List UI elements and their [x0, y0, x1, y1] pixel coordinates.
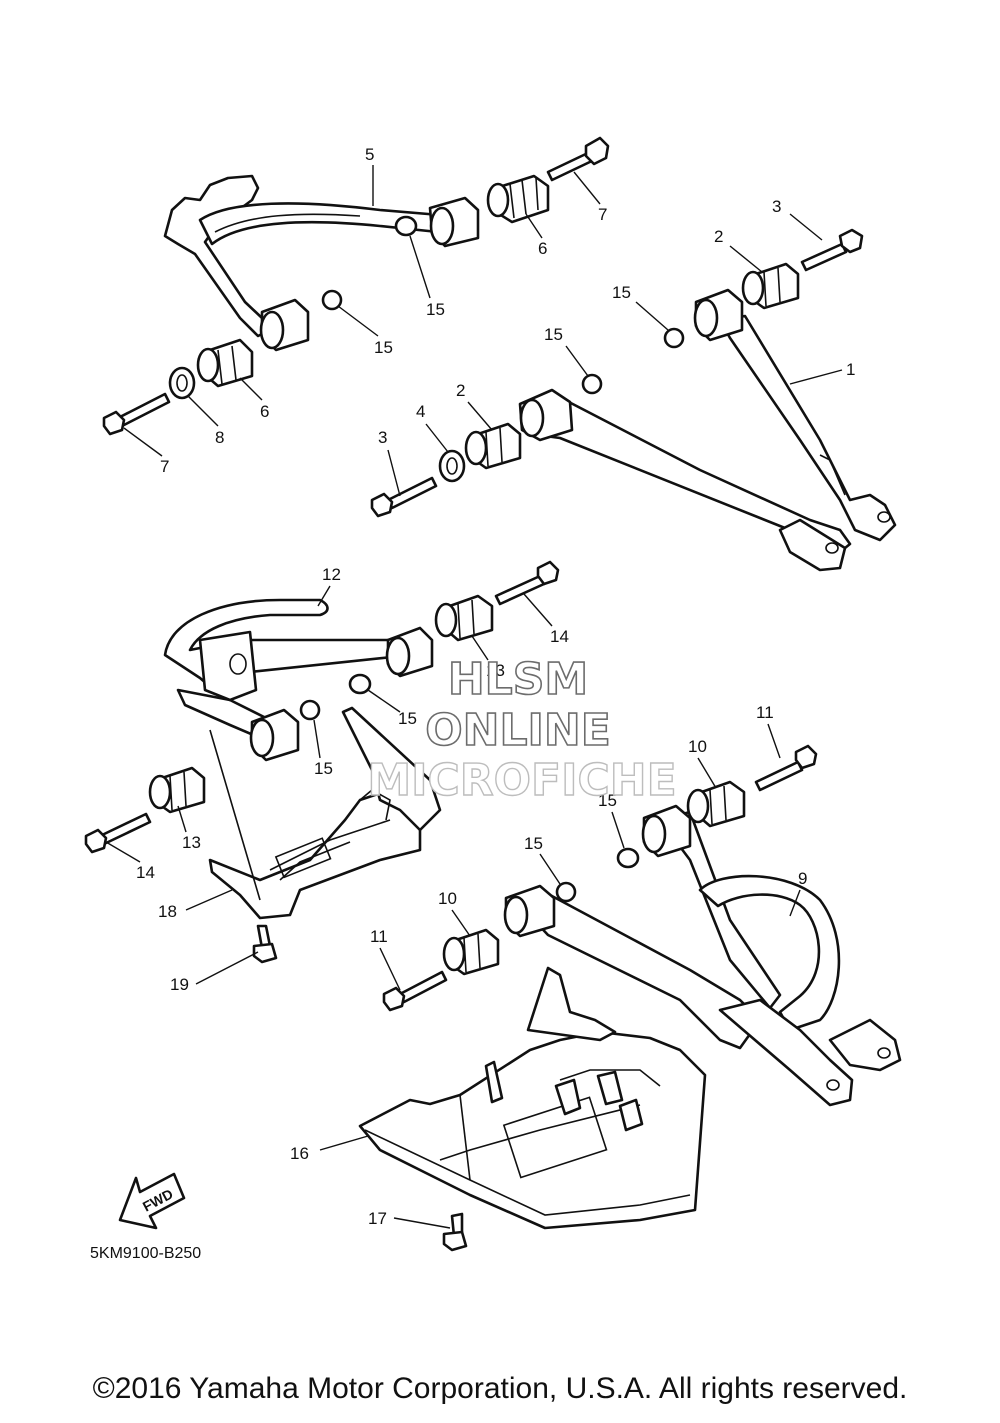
nut-15-g [616, 847, 640, 869]
nut-15-h [555, 881, 577, 903]
callout-18: 18 [158, 902, 177, 921]
callout-1: 1 [846, 360, 855, 379]
callout-11-upper: 11 [756, 703, 774, 722]
bolt-7-upper [546, 136, 610, 182]
upper-arm-rear [518, 288, 897, 572]
callout-15-f: 15 [314, 759, 333, 778]
watermark-line-1: HLSM [448, 654, 588, 705]
exploded-view-drawing: FWD 5 7 6 15 15 6 8 7 3 2 15 15 1 2 4 3 [84, 136, 902, 1262]
callout-15-d: 15 [544, 325, 563, 344]
guard-18 [208, 706, 442, 920]
callout-15-e: 15 [398, 709, 417, 728]
watermark: HLSM ONLINE MICROFICHE [367, 653, 678, 807]
lower-arm-front [163, 598, 434, 762]
callout-7-upper: 7 [598, 205, 607, 224]
upper-arm-front [163, 174, 480, 352]
callout-4: 4 [416, 402, 425, 421]
nut-15-b [321, 289, 343, 311]
nut-15-a [394, 215, 418, 237]
diagram-code: 5KM9100-B250 [90, 1245, 201, 1262]
watermark-line-3: MICROFICHE [367, 755, 676, 806]
nut-15-d [581, 373, 603, 395]
bolt-14-a [494, 560, 560, 606]
washer-8 [168, 366, 196, 400]
callout-15-h: 15 [524, 834, 543, 853]
bushing-2-a [741, 262, 800, 310]
bolt-17 [442, 1212, 468, 1252]
callout-12: 12 [322, 565, 341, 584]
callout-2-lower: 2 [456, 381, 465, 400]
callout-15-a: 15 [426, 300, 445, 319]
nut-15-c [663, 327, 685, 349]
bushing-6-lower [196, 338, 254, 388]
nut-15-f [299, 699, 321, 721]
callout-8: 8 [215, 428, 224, 447]
callout-14-upper: 14 [550, 627, 569, 646]
callout-6-lower: 6 [260, 402, 269, 421]
callout-16: 16 [290, 1144, 309, 1163]
lower-arm-rear [503, 804, 902, 1107]
callout-10-lower: 10 [438, 889, 457, 908]
callout-7-lower: 7 [160, 457, 169, 476]
bushing-10-b [442, 928, 500, 976]
callout-15-c: 15 [612, 283, 631, 302]
callout-11-lower: 11 [370, 927, 388, 946]
fwd-arrow: FWD [118, 1172, 186, 1230]
bushing-2-b [464, 422, 522, 470]
callout-15-g: 15 [598, 791, 617, 810]
callout-3-upper: 3 [772, 197, 781, 216]
callout-19: 19 [170, 975, 189, 994]
callout-17: 17 [368, 1209, 387, 1228]
nut-15-e [348, 673, 372, 695]
bolt-14-b [84, 812, 152, 854]
callout-13-lower: 13 [182, 833, 201, 852]
callout-13-upper: 13 [486, 661, 505, 680]
callout-15-b: 15 [374, 338, 393, 357]
callout-3-lower: 3 [378, 428, 387, 447]
callout-5: 5 [365, 145, 374, 164]
callout-2-upper: 2 [714, 227, 723, 246]
callout-10-upper: 10 [688, 737, 707, 756]
bolt-19 [252, 924, 278, 964]
callout-9: 9 [798, 869, 807, 888]
callout-14-lower: 14 [136, 863, 155, 882]
callout-6-upper: 6 [538, 239, 547, 258]
bolt-11-a [754, 744, 818, 792]
watermark-line-2: ONLINE [425, 705, 611, 756]
bushing-6-upper [486, 174, 550, 224]
bolt-11-b [382, 970, 448, 1012]
callout-labels: 5 7 6 15 15 6 8 7 3 2 15 15 1 2 4 3 12 1 [105, 145, 855, 1229]
skid-plate-16 [358, 966, 707, 1230]
bolt-3-b [370, 476, 438, 518]
bushing-13-a [434, 594, 494, 642]
bolt-3-a [800, 228, 864, 272]
bushing-10-a [686, 780, 746, 828]
copyright-notice: ©2016 Yamaha Motor Corporation, U.S.A. A… [92, 1372, 908, 1405]
washer-4 [438, 449, 466, 483]
bolt-7-lower [102, 392, 171, 436]
bushing-13-b [148, 766, 206, 814]
